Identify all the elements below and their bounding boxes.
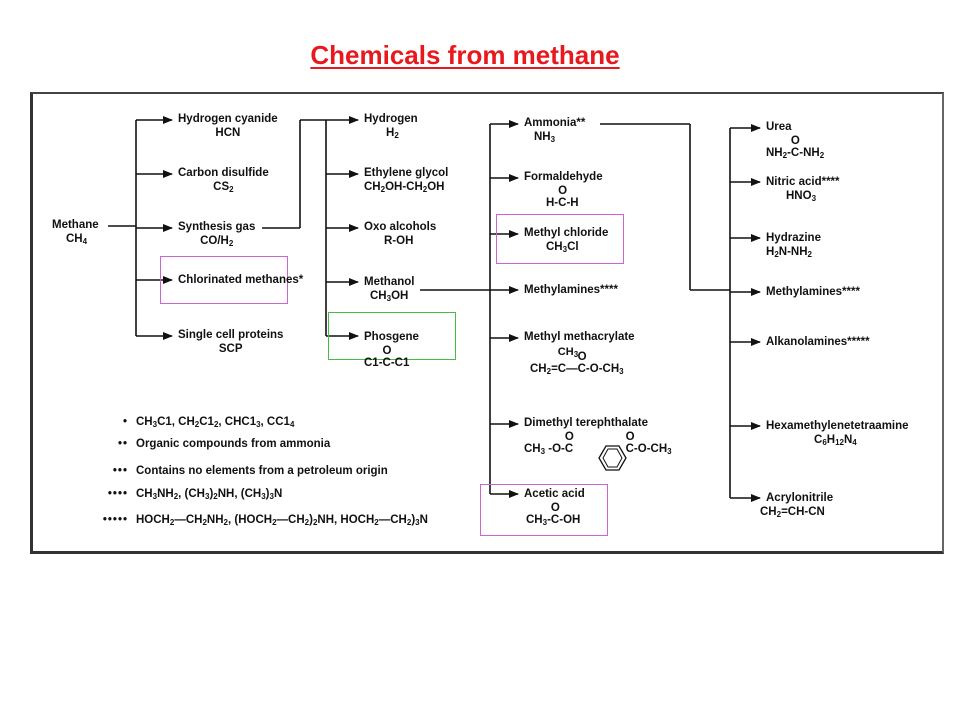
node-chlorinated-methanes: Chlorinated methanes* <box>178 273 303 287</box>
node-label: Nitric acid**** <box>766 176 840 188</box>
highlight-box <box>160 256 288 304</box>
node-label: Methane <box>52 219 99 231</box>
legend-text: Organic compounds from ammonia <box>136 438 331 450</box>
node-label: Hydrogen cyanide <box>178 113 278 125</box>
node-label: Synthesis gas <box>178 221 256 233</box>
legend-text: CH3NH2, (CH3)2NH, (CH3)3N <box>136 488 283 501</box>
node-label: Hydrazine <box>766 232 821 244</box>
node-ethylene-glycol: Ethylene glycol CH2OH-CH2OH <box>364 166 448 197</box>
node-formula: SCP <box>218 343 243 355</box>
node-label: Carbon disulfide <box>178 167 269 179</box>
node-label: Hexamethylenetetraamine <box>766 420 909 432</box>
node-oxo-alcohols: Oxo alcohols R-OH <box>364 220 436 248</box>
node-label: Chlorinated methanes* <box>178 274 304 286</box>
node-label: Oxo alcohols <box>364 221 437 233</box>
node-nitric-acid: Nitric acid**** HNO3 <box>766 175 840 206</box>
node-hydrogen-cyanide: Hydrogen cyanide HCN <box>178 112 278 140</box>
node-label: Formaldehyde <box>524 171 603 183</box>
legend-row: ••••• HOCH2—CH2NH2, (HOCH2—CH2)2NH, HOCH… <box>103 514 428 527</box>
legend-row: •• Organic compounds from ammonia <box>118 438 331 450</box>
node-formula: CH3OH <box>370 290 409 303</box>
node-formula: CH4 <box>66 233 88 246</box>
diagram-frame <box>30 92 944 554</box>
node-carbon-disulfide: Carbon disulfide CS2 <box>178 166 269 197</box>
node-formula: H2 <box>386 127 399 140</box>
node-hydrazine: Hydrazine H2N-NH2 <box>766 231 821 262</box>
highlight-box <box>496 214 624 264</box>
node-label: Methyl methacrylate <box>524 331 635 343</box>
node-methyl-chloride: Methyl chloride CH3Cl <box>524 226 608 257</box>
node-acrylonitrile: Acrylonitrile CH2=CH-CN <box>760 491 834 522</box>
legend-symbol: •• <box>117 438 128 450</box>
node-formula: NH3 <box>534 131 556 144</box>
node-single-cell-proteins: Single cell proteins SCP <box>178 328 283 356</box>
node-label: Methyl chloride <box>524 227 609 239</box>
root-node-methane: Methane CH4 <box>52 218 99 249</box>
node-methanol: Methanol CH3OH <box>364 275 414 306</box>
legend-row: • CH3C1, CH2C12, CHC13, CC14 <box>123 416 295 429</box>
legend-text: Contains no elements from a petroleum or… <box>136 465 388 477</box>
node-methylamines-2: Methylamines**** <box>766 285 860 299</box>
node-formula: CH2=CH-CN <box>760 506 825 519</box>
node-formula: HNO3 <box>786 190 817 203</box>
legend-row: ••• Contains no elements from a petroleu… <box>113 465 388 477</box>
node-formula: HCN <box>215 127 241 139</box>
node-formula: CS2 <box>213 181 234 194</box>
node-label: Ammonia** <box>524 117 586 129</box>
node-formula: CH2OH-CH2OH <box>364 181 445 194</box>
node-formula: H2N-NH2 <box>766 246 812 259</box>
legend-text: CH3C1, CH2C12, CHC13, CC14 <box>136 416 295 429</box>
node-label: Acetic acid <box>524 488 585 500</box>
node-alkanolamines: Alkanolamines***** <box>766 335 870 349</box>
legend-symbol: •••• <box>107 488 128 500</box>
node-label: Methylamines**** <box>766 286 860 298</box>
node-ammonia: Ammonia** NH3 <box>524 116 585 147</box>
legend-symbol: ••••• <box>102 514 128 526</box>
node-formula: R-OH <box>384 235 414 247</box>
highlight-box <box>328 312 456 360</box>
benzene-ring-icon <box>598 445 627 471</box>
node-label: Acrylonitrile <box>766 492 834 504</box>
node-methylamines: Methylamines**** <box>524 283 618 297</box>
legend-symbol: • <box>122 416 128 428</box>
node-hydrogen: Hydrogen H2 <box>364 112 418 143</box>
node-label: Single cell proteins <box>178 329 284 341</box>
node-formula: CO/H2 <box>200 235 234 248</box>
slide-title: Chemicals from methane <box>310 40 620 70</box>
node-label: Alkanolamines***** <box>766 336 870 348</box>
node-formula: C6H12N4 <box>814 434 857 447</box>
node-label: Hydrogen <box>364 113 418 125</box>
node-formula: CH3Cl <box>546 241 579 254</box>
node-label: Phosgene <box>364 331 419 343</box>
node-label: Ethylene glycol <box>364 167 449 179</box>
node-label: Methanol <box>364 276 415 288</box>
node-label: Methylamines**** <box>524 284 618 296</box>
legend-text: HOCH2—CH2NH2, (HOCH2—CH2)2NH, HOCH2—CH2)… <box>136 514 428 527</box>
legend-symbol: ••• <box>112 465 128 477</box>
highlight-box <box>480 484 608 536</box>
node-label: Urea <box>766 121 792 133</box>
node-label: Dimethyl terephthalate <box>524 417 648 429</box>
node-synthesis-gas: Synthesis gas CO/H2 <box>178 220 255 251</box>
legend-row: •••• CH3NH2, (CH3)2NH, (CH3)3N <box>108 488 283 501</box>
node-hexamethylenetetraamine: Hexamethylenetetraamine C6H12N4 <box>766 419 909 450</box>
